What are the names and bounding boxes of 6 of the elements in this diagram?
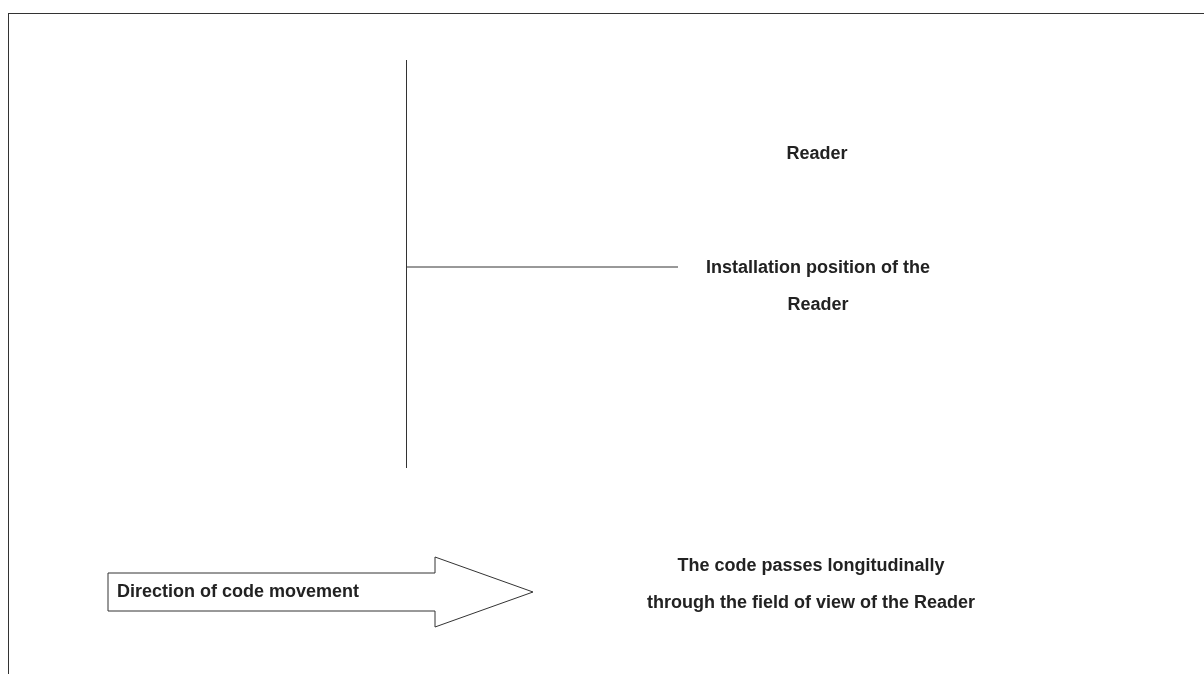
reader-position-line (406, 60, 407, 468)
text-label: The code passes longitudinally through the field of view of the Reader (646, 554, 976, 614)
leader-line (406, 266, 679, 268)
text-label: Reader (786, 142, 848, 165)
callout-text: Installation position of the Reader (683, 249, 953, 325)
arrow-label: Direction of code movement (117, 581, 360, 602)
